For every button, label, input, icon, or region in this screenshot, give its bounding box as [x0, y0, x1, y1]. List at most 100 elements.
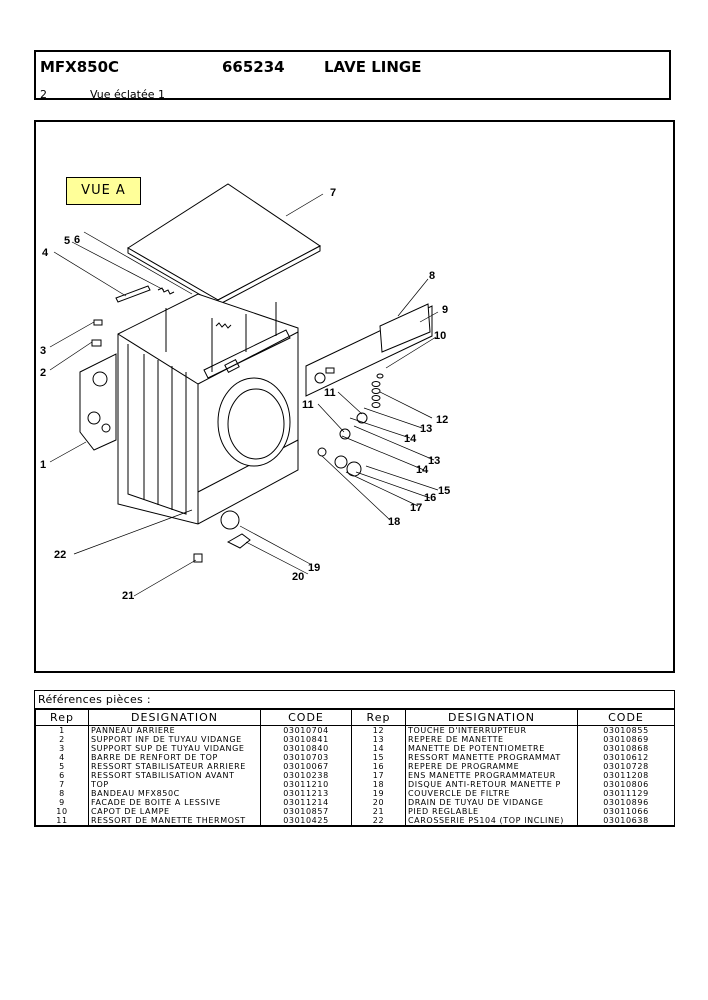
- model-number: MFX850C: [40, 58, 120, 76]
- svg-text:20: 20: [292, 571, 304, 583]
- svg-text:10: 10: [434, 330, 446, 342]
- designation-cell: DRAIN DE TUYAU DE VIDANGE: [405, 798, 578, 807]
- code-cell: 03010896: [577, 798, 675, 807]
- rep-cell: 19: [351, 789, 406, 798]
- product-type: LAVE LINGE: [324, 58, 422, 76]
- rep-cell: 11: [35, 816, 89, 826]
- svg-text:11: 11: [324, 387, 336, 399]
- parts-table: Rep DESIGNATION CODE Rep DESIGNATION COD…: [35, 709, 675, 826]
- svg-text:3: 3: [40, 345, 46, 357]
- header-rep: Rep: [35, 709, 89, 726]
- designation-cell: TOP: [88, 780, 261, 789]
- svg-text:22: 22: [54, 549, 66, 561]
- designation-cell: PIED REGLABLE: [405, 807, 578, 816]
- designation-cell: COUVERCLE DE FILTRE: [405, 789, 578, 798]
- rep-cell: 6: [35, 771, 89, 780]
- code-cell: 03010728: [577, 762, 675, 771]
- rep-cell: 8: [35, 789, 89, 798]
- svg-text:1: 1: [40, 459, 46, 471]
- rep-cell: 13: [351, 735, 406, 744]
- rep-cell: 5: [35, 762, 89, 771]
- svg-text:15: 15: [438, 485, 450, 497]
- rep-cell: 15: [351, 753, 406, 762]
- code-cell: 03010857: [260, 807, 352, 816]
- designation-cell: DISQUE ANTI-RETOUR MANETTE P: [405, 780, 578, 789]
- code-cell: 03010869: [577, 735, 675, 744]
- svg-text:13: 13: [420, 423, 432, 435]
- rep-cell: 20: [351, 798, 406, 807]
- svg-text:11: 11: [302, 399, 314, 411]
- code-cell: 03010704: [260, 725, 352, 735]
- designation-cell: MANETTE DE POTENTIOMETRE: [405, 744, 578, 753]
- svg-text:2: 2: [40, 367, 46, 379]
- header-designation: DESIGNATION: [405, 709, 578, 726]
- code-cell: 03010067: [260, 762, 352, 771]
- view-title: Vue éclatée 1: [90, 88, 165, 101]
- rep-cell: 17: [351, 771, 406, 780]
- svg-text:8: 8: [429, 270, 435, 282]
- svg-text:12: 12: [436, 414, 448, 426]
- designation-cell: ENS MANETTE PROGRAMMATEUR: [405, 771, 578, 780]
- svg-text:19: 19: [308, 562, 320, 574]
- designation-cell: RESSORT STABILISATEUR ARRIERE: [88, 762, 261, 771]
- designation-cell: RESSORT STABILISATION AVANT: [88, 771, 261, 780]
- designation-cell: SUPPORT SUP DE TUYAU VIDANGE: [88, 744, 261, 753]
- rep-cell: 7: [35, 780, 89, 789]
- parts-title: Références pièces :: [35, 691, 674, 709]
- rep-cell: 2: [35, 735, 89, 744]
- rep-cell: 18: [351, 780, 406, 789]
- code-cell: 03010841: [260, 735, 352, 744]
- code-cell: 03010840: [260, 744, 352, 753]
- designation-cell: CAPOT DE LAMPE: [88, 807, 261, 816]
- code-cell: 03011208: [577, 771, 675, 780]
- code-cell: 03010238: [260, 771, 352, 780]
- code-cell: 03011214: [260, 798, 352, 807]
- designation-cell: CAROSSERIE PS104 (TOP INCLINE): [405, 816, 578, 826]
- parts-reference-table: Références pièces : Rep DESIGNATION CODE…: [34, 690, 675, 827]
- svg-text:5: 5: [64, 235, 70, 247]
- rep-cell: 21: [351, 807, 406, 816]
- designation-cell: BARRE DE RENFORT DE TOP: [88, 753, 261, 762]
- rep-cell: 16: [351, 762, 406, 771]
- designation-cell: FACADE DE BOITE A LESSIVE: [88, 798, 261, 807]
- header-rep: Rep: [351, 709, 406, 726]
- view-a-label: VUE A: [66, 177, 141, 205]
- designation-cell: TOUCHE D'INTERRUPTEUR: [405, 725, 578, 735]
- header-code: CODE: [577, 709, 675, 726]
- svg-text:13: 13: [428, 455, 440, 467]
- header-code: CODE: [260, 709, 352, 726]
- svg-text:7: 7: [330, 187, 336, 199]
- designation-cell: REPERE DE MANETTE: [405, 735, 578, 744]
- product-number: 665234: [222, 58, 285, 76]
- svg-text:21: 21: [122, 590, 134, 602]
- code-cell: 03011213: [260, 789, 352, 798]
- rep-cell: 22: [351, 816, 406, 826]
- svg-text:4: 4: [42, 247, 49, 259]
- rep-cell: 12: [351, 725, 406, 735]
- table-header-row: Rep DESIGNATION CODE Rep DESIGNATION COD…: [35, 709, 675, 726]
- code-cell: 03011129: [577, 789, 675, 798]
- document-header: MFX850C 665234 LAVE LINGE 2 Vue éclatée …: [34, 50, 671, 101]
- code-cell: 03010638: [577, 816, 675, 826]
- code-cell: 03010612: [577, 753, 675, 762]
- exploded-view-drawing: 7 8 9 10 6 5 4 3 2 1 11 11 12 13 14 13 1…: [40, 183, 450, 602]
- rep-cell: 4: [35, 753, 89, 762]
- designation-cell: RESSORT DE MANETTE THERMOST: [88, 816, 261, 826]
- svg-text:17: 17: [410, 502, 422, 514]
- rep-cell: 10: [35, 807, 89, 816]
- svg-text:18: 18: [388, 516, 400, 528]
- code-cell: 03010868: [577, 744, 675, 753]
- code-cell: 03010425: [260, 816, 352, 826]
- svg-text:6: 6: [74, 234, 80, 246]
- svg-text:14: 14: [416, 464, 429, 476]
- rep-cell: 3: [35, 744, 89, 753]
